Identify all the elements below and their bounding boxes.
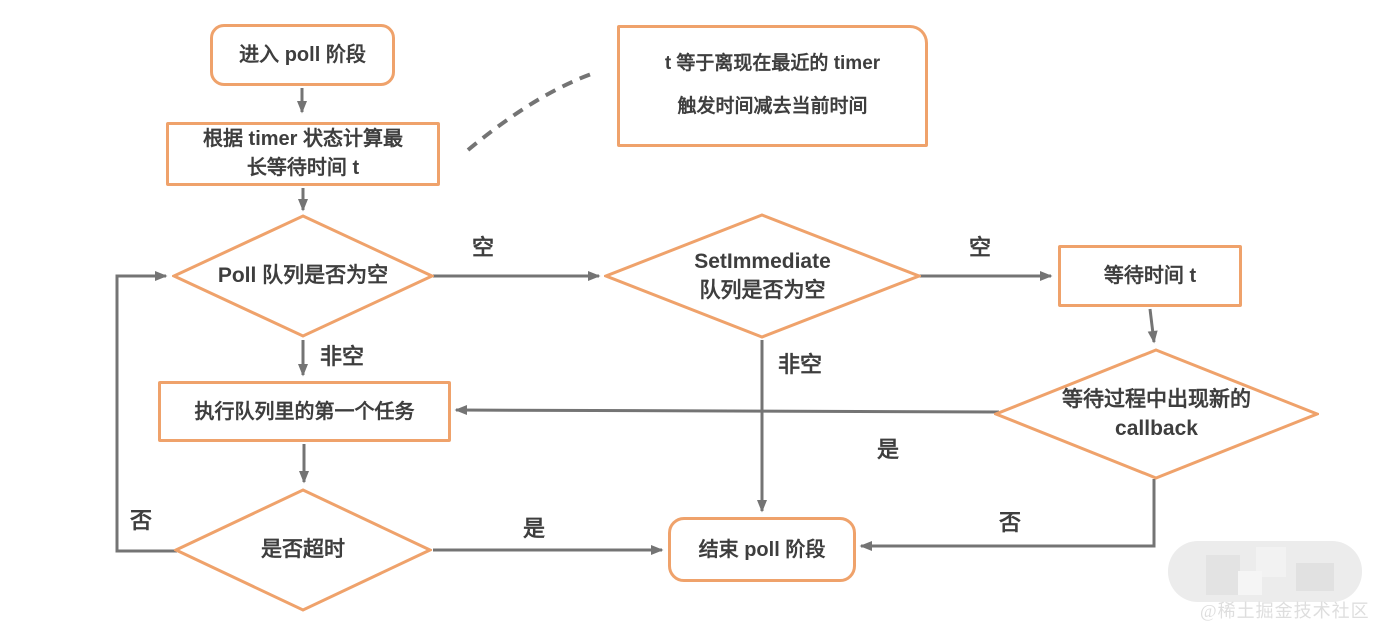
edge-label-callback-no: 否 xyxy=(999,510,1022,535)
edge-label-setimmediate-not-empty: 非空 xyxy=(778,352,823,377)
node-exec-first-task: 执行队列里的第一个任务 xyxy=(158,381,451,442)
node-wait-time-t: 等待时间 t xyxy=(1058,245,1242,307)
node-exec-first-task-label: 执行队列里的第一个任务 xyxy=(194,400,415,423)
decision-poll-queue-empty-label: Poll 队列是否为空 xyxy=(217,264,389,288)
note-timer-explanation: t 等于离现在最近的 timer 触发时间减去当前时间 xyxy=(617,25,928,147)
edge-label-poll-not-empty: 非空 xyxy=(320,344,365,369)
edge-label-timeout-no: 否 xyxy=(130,508,153,533)
node-wait-time-t-label: 等待时间 t xyxy=(1103,265,1197,287)
juejin-watermark-logo xyxy=(1168,541,1362,602)
decision-timeout: 是否超时 xyxy=(174,488,432,612)
edge-timeout-back-to-poll xyxy=(115,271,177,553)
node-enter-poll: 进入 poll 阶段 xyxy=(210,24,395,86)
decision-timeout-label: 是否超时 xyxy=(261,538,345,562)
note-timer-explanation-label: t 等于离现在最近的 timer 触发时间减去当前时间 xyxy=(664,53,881,117)
node-calc-wait-time: 根据 timer 状态计算最 长等待时间 t xyxy=(166,122,440,186)
decision-poll-queue-empty: Poll 队列是否为空 xyxy=(172,214,434,338)
watermark-pixel xyxy=(1238,571,1262,595)
decision-setimmediate-queue-empty: SetImmediate 队列是否为空 xyxy=(604,213,921,339)
decision-new-callback: 等待过程中出现新的 callback xyxy=(994,348,1319,480)
edge-callback-to-end xyxy=(859,479,1156,551)
note-dashed-connector xyxy=(466,70,598,152)
node-end-poll-label: 结束 poll 阶段 xyxy=(698,538,826,561)
edge-label-poll-empty: 空 xyxy=(472,235,495,260)
node-end-poll: 结束 poll 阶段 xyxy=(668,517,856,582)
node-enter-poll-label: 进入 poll 阶段 xyxy=(239,44,366,66)
watermark-text: @稀土掘金技术社区 xyxy=(1200,601,1370,621)
edge-callback-to-exec xyxy=(454,405,1000,416)
diamond-shape xyxy=(994,348,1319,480)
diamond-shape xyxy=(172,214,434,338)
edge-label-callback-yes: 是 xyxy=(877,437,900,462)
node-calc-wait-time-label: 根据 timer 状态计算最 长等待时间 t xyxy=(202,128,404,179)
decision-new-callback-label: 等待过程中出现新的 callback xyxy=(1062,387,1251,440)
diamond-shape xyxy=(174,488,432,612)
edge-wait-to-callback xyxy=(1147,308,1158,344)
watermark-pixel xyxy=(1206,555,1240,595)
diamond-shape xyxy=(604,213,921,339)
watermark-pixel xyxy=(1296,563,1334,591)
decision-setimmediate-queue-empty-label: SetImmediate 队列是否为空 xyxy=(694,249,831,302)
edge-label-setimmediate-empty: 空 xyxy=(969,235,992,260)
edge-label-timeout-yes: 是 xyxy=(523,516,546,541)
